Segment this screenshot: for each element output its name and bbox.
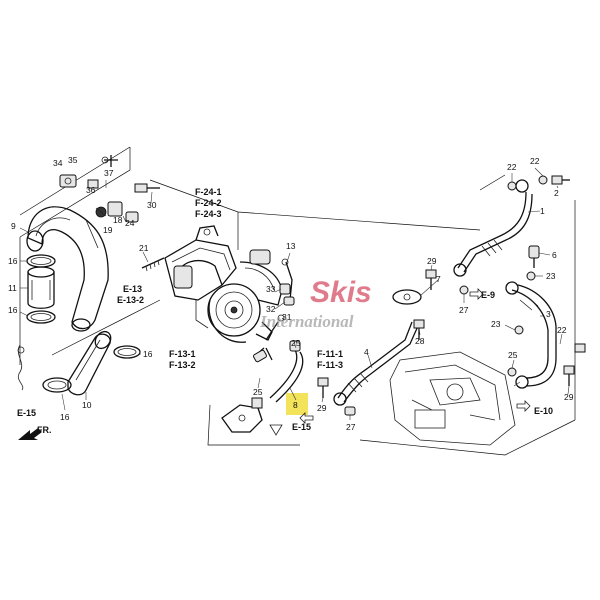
- callout-23-b: 23: [491, 319, 501, 329]
- hose-clamp-16-upper: [26, 254, 56, 268]
- hose-clamp-16-bottom: [42, 377, 72, 393]
- ref-f13-1: F-13-1: [169, 349, 196, 359]
- callout-numbers: 34 35 36 37 18 19 24 30 9 16 11 16 16 10…: [8, 155, 574, 432]
- callout-33: 33: [266, 284, 276, 294]
- callout-9: 9: [11, 221, 16, 231]
- callout-16-a: 16: [8, 256, 18, 266]
- callout-23-a: 23: [546, 271, 556, 281]
- ref-f24-3: F-24-3: [195, 209, 222, 219]
- nut-27-center: [344, 406, 356, 416]
- callout-4: 4: [364, 347, 369, 357]
- bolt-29-upper: [425, 269, 437, 290]
- bolt-29-center: [317, 377, 329, 398]
- callout-16-b: 16: [8, 305, 18, 315]
- ref-e13: E-13: [123, 284, 142, 294]
- hose-clamp-16-mid: [113, 345, 141, 359]
- callout-29-a: 29: [317, 403, 327, 413]
- callout-31: 31: [282, 312, 292, 322]
- callout-27-a: 27: [346, 422, 356, 432]
- callout-16-c: 16: [143, 349, 153, 359]
- callout-30: 30: [147, 200, 157, 210]
- ref-e15-center: E-15: [292, 422, 311, 432]
- ref-e13-2: E-13-2: [117, 295, 144, 305]
- hose-clamp-16-lower: [26, 310, 56, 324]
- callout-19: 19: [103, 225, 113, 235]
- ref-f11-1: F-11-1: [317, 349, 343, 359]
- washers-23-right: [507, 271, 536, 377]
- washers-22-top: [507, 175, 570, 191]
- hose-10: [67, 330, 112, 396]
- callout-7: 7: [436, 274, 441, 284]
- callout-22-b: 22: [530, 156, 540, 166]
- callout-21: 21: [139, 243, 149, 253]
- turbocharger-assembly: [164, 225, 283, 343]
- callout-34: 34: [53, 158, 63, 168]
- callout-37: 37: [104, 168, 114, 178]
- bracket-lower: [221, 397, 283, 436]
- hose-11: [27, 266, 55, 309]
- callout-25-a: 25: [253, 387, 263, 397]
- ref-f24-2: F-24-2: [195, 198, 222, 208]
- bolt-29-right: [563, 365, 575, 386]
- reference-arrows: [299, 288, 531, 424]
- callout-28: 28: [415, 336, 425, 346]
- ref-e10: E-10: [534, 406, 553, 416]
- wire-clip: [17, 344, 25, 391]
- engine-block: [389, 351, 516, 446]
- coolant-pipe-3: [505, 281, 557, 389]
- callout-29-c: 29: [564, 392, 574, 402]
- small-fasteners-top-left: [59, 155, 160, 223]
- watermark-logo: Skis International: [259, 276, 372, 331]
- leader-lines: [19, 167, 570, 420]
- callout-35: 35: [68, 155, 78, 165]
- watermark-line-2: International: [259, 312, 354, 331]
- callout-16-d: 16: [60, 412, 70, 422]
- ref-f13-2: F-13-2: [169, 360, 196, 370]
- callout-29-b: 29: [427, 256, 437, 266]
- callout-2: 2: [554, 188, 559, 198]
- callout-11: 11: [8, 283, 17, 293]
- intake-pipe-9: [26, 206, 109, 332]
- front-direction-indicator: FR.: [18, 425, 52, 440]
- callout-27-b: 27: [459, 305, 469, 315]
- watermark-line-1: Skis: [310, 276, 372, 309]
- reference-labels: F-24-1 F-24-2 F-24-3 E-13 E-13-2 F-13-1 …: [17, 187, 553, 432]
- arrow-e9-icon: [469, 288, 484, 300]
- washer-27-right: [459, 285, 469, 295]
- callout-36: 36: [86, 185, 96, 195]
- callout-25-c: 25: [508, 350, 518, 360]
- callout-18: 18: [113, 215, 123, 225]
- ref-e9: E-9: [481, 290, 495, 300]
- callout-10: 10: [82, 400, 92, 410]
- callout-25-b: 25: [291, 338, 301, 348]
- oil-return-pipe-8: [253, 340, 304, 403]
- ref-f11-3: F-11-3: [317, 360, 343, 370]
- front-arrow-icon: [18, 428, 42, 440]
- callout-24: 24: [125, 218, 135, 228]
- part-8-highlight: [286, 393, 308, 415]
- fitting-6: [528, 245, 540, 268]
- coolant-pipe-1: [453, 179, 533, 277]
- arrow-e10-icon: [516, 400, 531, 412]
- callout-13: 13: [286, 241, 296, 251]
- front-arrow-label: FR.: [37, 425, 52, 435]
- ref-e15-left: E-15: [17, 408, 36, 418]
- callout-22-c: 22: [557, 325, 567, 335]
- water-pipe-4: [333, 289, 422, 406]
- stud-21: [141, 257, 165, 272]
- callout-22-a: 22: [507, 162, 517, 172]
- oil-feed-parts: [265, 258, 295, 341]
- callout-1: 1: [540, 206, 545, 216]
- ref-f24-1: F-24-1: [195, 187, 222, 197]
- callout-3: 3: [546, 309, 551, 319]
- callout-32: 32: [266, 304, 276, 314]
- callout-8: 8: [293, 400, 298, 410]
- callout-6: 6: [552, 250, 557, 260]
- arrow-e15-icon: [299, 412, 314, 424]
- bolt-2-right: [574, 343, 586, 353]
